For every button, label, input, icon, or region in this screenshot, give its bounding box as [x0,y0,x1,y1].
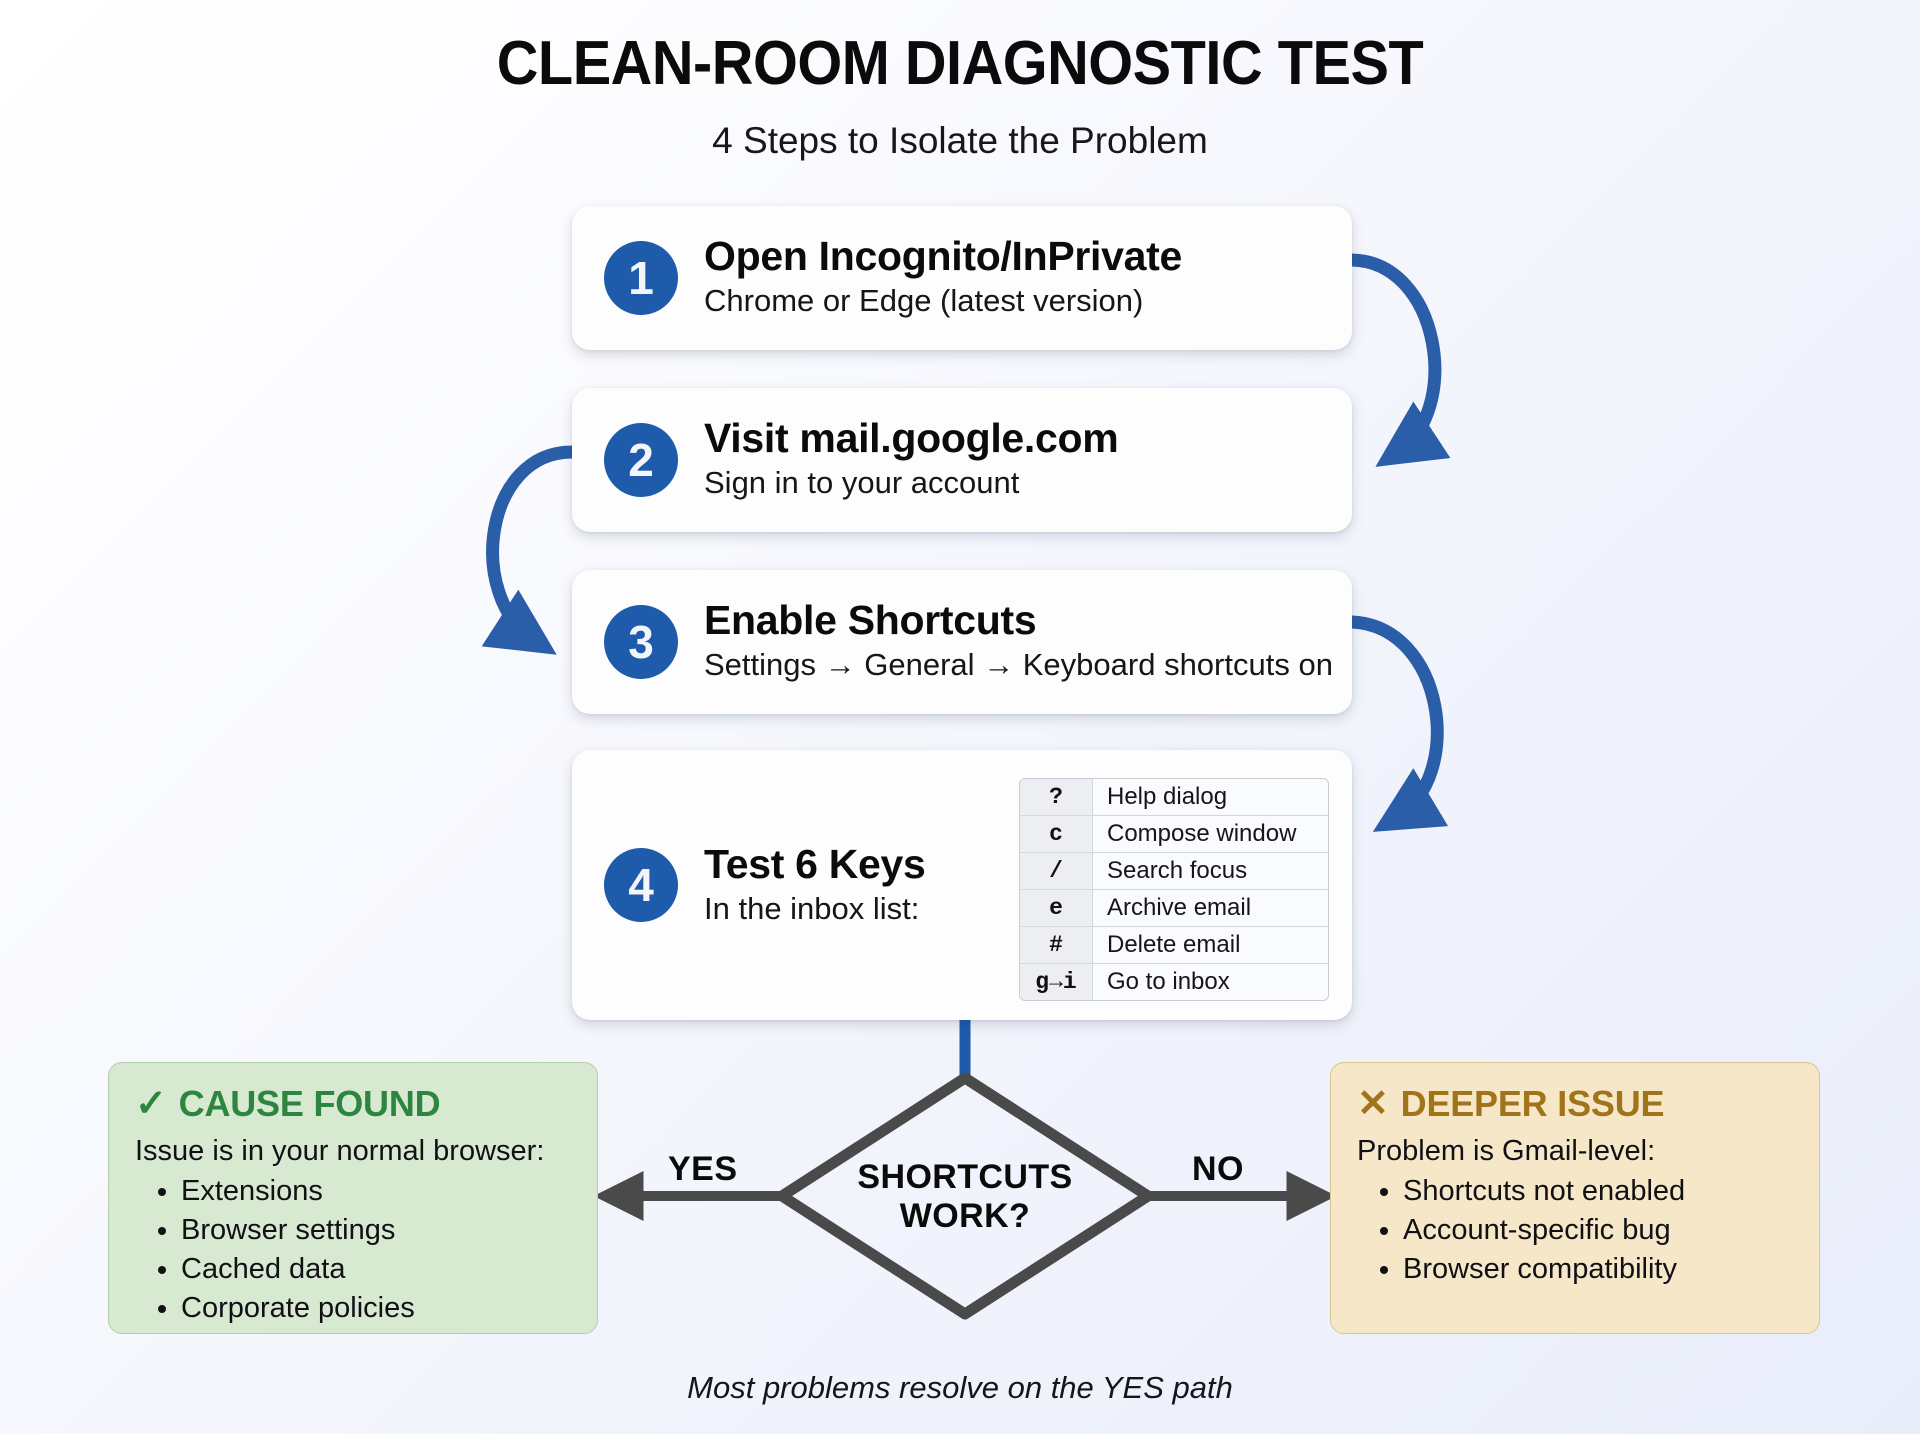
step-title: Visit mail.google.com [704,415,1119,461]
step-title: Test 6 Keys [704,841,926,887]
outcome-heading-text: CAUSE FOUND [178,1083,441,1124]
branch-label-yes: YES [668,1150,738,1188]
step-title: Open Incognito/InPrivate [704,233,1183,279]
table-row: / Search focus [1020,853,1328,890]
step-subtitle: Settings → General → Keyboard shortcuts … [704,647,1333,683]
step-text-block: Enable Shortcuts Settings → General → Ke… [704,598,1333,683]
shortcut-action: Search focus [1107,857,1248,884]
shortcut-action: Go to inbox [1107,968,1230,995]
page-subtitle: 4 Steps to Isolate the Problem [712,120,1208,161]
step-number-badge: 2 [604,423,678,497]
step-number-badge: 4 [604,848,678,922]
decision-label-line1: SHORTCUTS [857,1158,1073,1196]
outcome-lead: Issue is in your normal browser: [135,1135,545,1167]
list-item: Browser compatibility [1403,1250,1793,1289]
shortcut-key: ? [1020,779,1093,815]
step-text-block: Open Incognito/InPrivate Chrome or Edge … [704,234,1182,319]
list-item: Extensions [181,1172,571,1211]
step-card-2[interactable]: 2 Visit mail.google.com Sign in to your … [572,388,1352,532]
shortcut-action: Archive email [1107,894,1252,921]
step-text-block: Visit mail.google.com Sign in to your ac… [704,415,1119,501]
connector-step3-step4 [1345,615,1449,832]
connector-step1-step2 [1345,253,1451,467]
table-row: # Delete email [1020,927,1328,964]
step-subtitle: Sign in to your account [704,465,1020,501]
step-title: Enable Shortcuts [704,597,1037,643]
table-row: e Archive email [1020,890,1328,927]
step-number-badge: 3 [604,605,678,679]
shortcut-action: Compose window [1107,820,1297,847]
outcome-panel-cause-found: ✓ CAUSE FOUND Issue is in your normal br… [108,1062,598,1334]
outcome-lead: Problem is Gmail-level: [1357,1135,1656,1167]
step-number-badge: 1 [604,241,678,315]
outcome-list: Extensions Browser settings Cached data … [135,1172,571,1327]
outcome-list: Shortcuts not enabled Account-specific b… [1357,1172,1793,1289]
list-item: Shortcuts not enabled [1403,1172,1793,1211]
step-card-4[interactable]: 4 Test 6 Keys In the inbox list: ? Help … [572,750,1352,1020]
outcome-panel-deeper-issue: ✕ DEEPER ISSUE Problem is Gmail-level: S… [1330,1062,1820,1334]
list-item: Cached data [181,1250,571,1289]
shortcut-key: c [1020,816,1093,852]
cross-icon: ✕ [1357,1083,1389,1125]
table-row: ? Help dialog [1020,779,1328,816]
step-subtitle: In the inbox list: [704,891,920,927]
shortcut-keys-table: ? Help dialog c Compose window / Search … [1019,778,1329,1001]
table-row: g→i Go to inbox [1020,964,1328,1000]
list-item: Corporate policies [181,1289,571,1328]
shortcut-key: / [1020,853,1093,889]
decision-label-line2: WORK? [899,1196,1031,1235]
check-icon: ✓ [135,1083,167,1125]
shortcut-key: g→i [1020,964,1093,1000]
table-row: c Compose window [1020,816,1328,853]
connector-step2-step3 [481,445,579,655]
step-card-3[interactable]: 3 Enable Shortcuts Settings → General → … [572,570,1352,714]
footnote: Most problems resolve on the YES path [687,1370,1233,1405]
list-item: Account-specific bug [1403,1211,1793,1250]
branch-label-no: NO [1192,1150,1244,1188]
outcome-heading: ✓ CAUSE FOUND [135,1083,571,1125]
outcome-heading: ✕ DEEPER ISSUE [1357,1083,1793,1125]
shortcut-key: # [1020,927,1093,963]
step-subtitle: Chrome or Edge (latest version) [704,283,1144,319]
step-card-1[interactable]: 1 Open Incognito/InPrivate Chrome or Edg… [572,206,1352,350]
list-item: Browser settings [181,1211,571,1250]
shortcut-action: Help dialog [1107,783,1228,810]
page-title: CLEAN-ROOM DIAGNOSTIC TEST [496,29,1424,98]
step-text-block: Test 6 Keys In the inbox list: [704,842,926,927]
shortcut-key: e [1020,890,1093,926]
shortcut-action: Delete email [1107,931,1241,958]
outcome-heading-text: DEEPER ISSUE [1400,1083,1665,1124]
decision-label: SHORTCUTS WORK? [810,1158,1120,1236]
